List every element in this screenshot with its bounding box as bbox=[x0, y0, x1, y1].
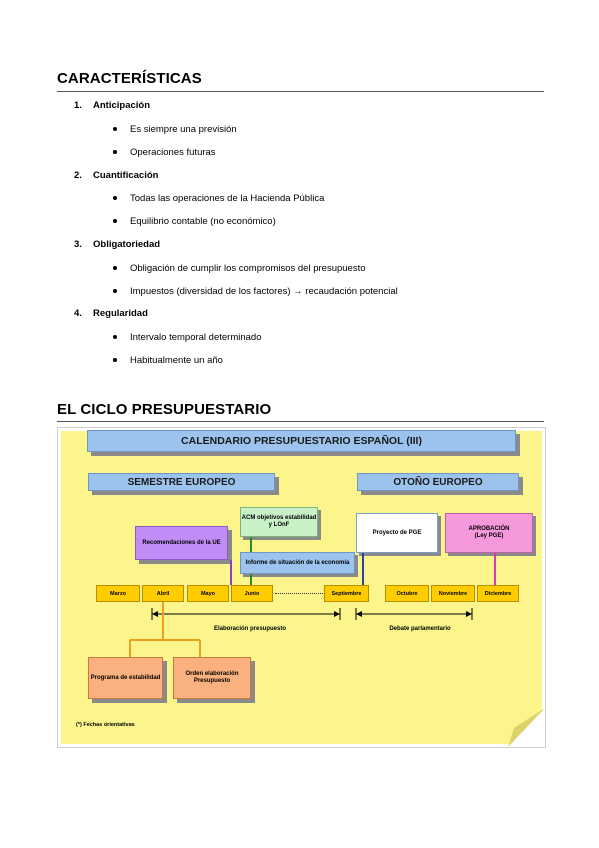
bullet bbox=[113, 219, 117, 223]
semestre-europeo-label: SEMESTRE EUROPEO bbox=[88, 473, 275, 491]
aprobacion-label: APROBACIÓN bbox=[468, 526, 510, 533]
connector-green-2 bbox=[250, 574, 252, 585]
bullet bbox=[113, 196, 117, 200]
bullet bbox=[113, 127, 117, 131]
connector-pink bbox=[494, 553, 496, 585]
bullet bbox=[113, 335, 117, 339]
month-mayo: Mayo bbox=[187, 585, 229, 602]
aprobacion-box: APROBACIÓN (Ley PGE) bbox=[445, 513, 533, 553]
bullet bbox=[113, 289, 117, 293]
bullet bbox=[113, 358, 117, 362]
diagram-title: CALENDARIO PRESUPUESTARIO ESPAÑOL (III) bbox=[87, 430, 516, 452]
sub-item: Operaciones futuras bbox=[130, 147, 216, 158]
month-noviembre: Noviembre bbox=[431, 585, 475, 602]
sub-item: Equilibrio contable (no económico) bbox=[130, 216, 276, 227]
connector-purple bbox=[230, 560, 232, 585]
elaboracion-presupuesto-label: Elaboración presupuesto bbox=[213, 625, 286, 632]
section-divider bbox=[57, 91, 544, 92]
recomendaciones-ue-box: Recomendaciones de la UE bbox=[135, 526, 228, 560]
bullet bbox=[113, 266, 117, 270]
item-number: 4. bbox=[74, 308, 82, 319]
proyecto-pge-box: Proyecto de PGE bbox=[356, 513, 438, 553]
sub-item: Habitualmente un año bbox=[130, 355, 223, 366]
sub-item: Obligación de cumplir los compromisos de… bbox=[130, 263, 366, 274]
section-divider bbox=[57, 421, 544, 422]
programa-estabilidad-box: Programa de estabilidad bbox=[88, 657, 163, 699]
sub-item: Todas las operaciones de la Hacienda Púb… bbox=[130, 193, 325, 204]
sub-item: Impuestos (diversidad de los factores) →… bbox=[130, 286, 398, 297]
item-number: 1. bbox=[74, 100, 82, 111]
item-number: 3. bbox=[74, 239, 82, 250]
month-octubre: Octubre bbox=[385, 585, 429, 602]
item-label: Cuantificación bbox=[93, 170, 159, 181]
otono-europeo-label: OTOÑO EUROPEO bbox=[357, 473, 519, 491]
section-title-caracteristicas: CARACTERÍSTICAS bbox=[57, 70, 202, 87]
item-label: Regularidad bbox=[93, 308, 148, 319]
folded-corner bbox=[508, 708, 545, 747]
connector-green bbox=[250, 537, 252, 552]
month-abril: Abril bbox=[142, 585, 184, 602]
branch-lines bbox=[129, 602, 201, 658]
ley-pge-label: (Ley PGE) bbox=[474, 533, 504, 539]
footnote: (*) Fechas orientativas bbox=[76, 722, 135, 728]
item-label: Obligatoriedad bbox=[93, 239, 161, 250]
range-arrows bbox=[151, 608, 473, 620]
acm-objetivos-box: ACM objetivos estabilidad y LOnF bbox=[240, 507, 318, 537]
sub-item: Intervalo temporal determinado bbox=[130, 332, 262, 343]
bullet bbox=[113, 150, 117, 154]
month-diciembre: Diciembre bbox=[477, 585, 519, 602]
sub-item: Es siempre una previsión bbox=[130, 124, 237, 135]
month-septiembre: Septiembre bbox=[324, 585, 369, 602]
connector-blue bbox=[362, 553, 364, 585]
section-title-ciclo: EL CICLO PRESUPUESTARIO bbox=[57, 401, 272, 418]
debate-parlamentario-label: Debate parlamentario bbox=[389, 625, 451, 632]
month-marzo: Marzo bbox=[96, 585, 140, 602]
orden-elaboracion-box: Orden elaboración Presupuesto bbox=[173, 657, 251, 699]
dotted-gap bbox=[275, 593, 323, 594]
informe-situacion-box: Informe de situación de la economía bbox=[240, 552, 355, 574]
item-number: 2. bbox=[74, 170, 82, 181]
month-junio: Junio bbox=[231, 585, 273, 602]
item-label: Anticipación bbox=[93, 100, 151, 111]
